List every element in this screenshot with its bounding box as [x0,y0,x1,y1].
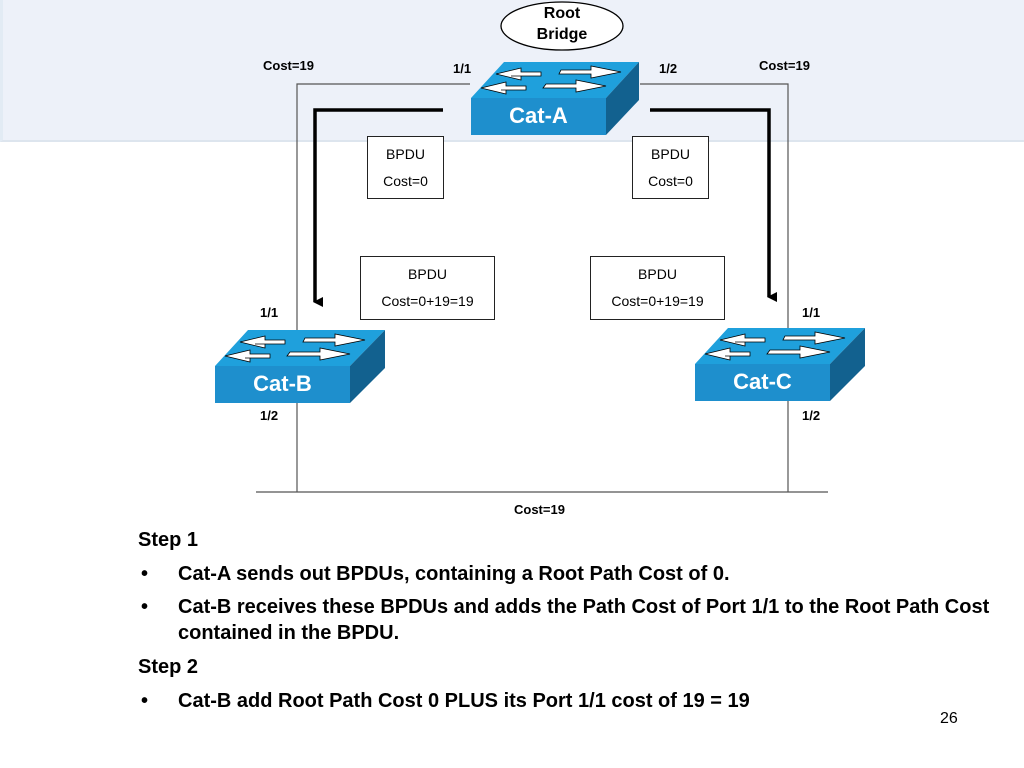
switch-cat-c[interactable] [695,328,865,401]
switch-arrows-icon [480,65,622,95]
switch-front [695,364,830,401]
bpdu-title: BPDU [386,146,425,162]
bpdu-box: BPDU Cost=0 [367,136,444,199]
bullet-text: Cat-B add Root Path Cost 0 PLUS its Port… [178,690,750,712]
port-label-cat-c-top: 1/1 [802,305,821,320]
bpdu-cost: Cost=0+19=19 [381,293,474,309]
switch-side [830,328,865,401]
root-bridge-line1: Root [543,5,581,22]
bpdu-cost: Cost=0 [648,173,693,189]
bpdu-box: BPDU Cost=0+19=19 [360,256,495,320]
bpdu-title: BPDU [638,266,677,282]
bpdu-flow-arrow-to-cat-c [650,108,777,302]
page-number: 26 [940,710,958,727]
port-label-cat-c-bottom: 1/2 [802,408,821,423]
switch-cat-a[interactable] [471,62,639,135]
port-label-cat-a-left: 1/1 [453,61,472,76]
switch-arrows-icon [224,333,366,363]
switch-name-cat-b: Cat-B [253,371,312,396]
root-bridge-callout [500,1,624,51]
bullet-item: • Cat-B add Root Path Cost 0 PLUS its Po… [138,688,1008,714]
link-cost-b-to-c: Cost=19 [514,502,565,517]
root-bridge-label: Root Bridge [500,3,624,45]
bullet-text: Cat-B receives these BPDUs and adds the … [178,596,990,644]
bullet-icon: • [141,563,149,585]
root-bridge-line2: Bridge [536,26,588,43]
switch-front [215,366,350,403]
port-label-cat-a-right: 1/2 [659,61,678,76]
bullet-item: • Cat-B receives these BPDUs and adds th… [138,594,1008,646]
link-cost-a-to-b: Cost=19 [263,58,314,73]
bpdu-box: BPDU Cost=0 [632,136,709,199]
switch-cat-b[interactable] [215,330,385,403]
step-heading: Step 2 [138,656,199,678]
bullet-text: Cat-A sends out BPDUs, containing a Root… [178,563,730,585]
switch-name-cat-a: Cat-A [509,103,568,128]
link-cost-a-to-c: Cost=19 [759,58,810,73]
bpdu-box: BPDU Cost=0+19=19 [590,256,725,320]
bullet-icon: • [141,596,149,618]
switch-front [471,98,606,135]
step-heading: Step 1 [138,529,199,551]
switch-arrows-icon [704,331,846,361]
port-label-cat-b-top: 1/1 [260,305,279,320]
bullet-item: • Cat-A sends out BPDUs, containing a Ro… [138,561,1008,587]
steps-text: Step 1 • Cat-A sends out BPDUs, containi… [138,527,1008,721]
switch-side [606,62,639,135]
bpdu-cost: Cost=0 [383,173,428,189]
bpdu-title: BPDU [651,146,690,162]
bpdu-cost: Cost=0+19=19 [611,293,704,309]
bullet-icon: • [141,690,149,712]
switch-name-cat-c: Cat-C [733,369,792,394]
bpdu-title: BPDU [408,266,447,282]
switch-side [350,330,385,403]
port-label-cat-b-bottom: 1/2 [260,408,279,423]
bpdu-flow-arrow-to-cat-b [313,108,443,307]
